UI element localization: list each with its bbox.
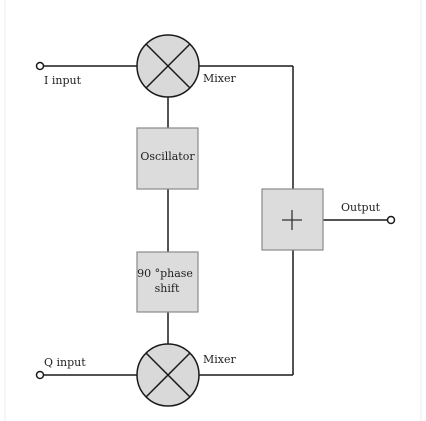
mixer-bottom-label: Mixer	[203, 353, 236, 366]
mixer-top-label: Mixer	[203, 72, 236, 85]
q-input-terminal	[35, 370, 45, 380]
oscillator-label: Oscillator	[140, 150, 195, 163]
phase-shift-block: 90 °phase shift	[136, 251, 199, 313]
phase-shift-label-line2: shift	[155, 282, 180, 295]
i-input-terminal	[35, 61, 45, 71]
summer-block	[261, 188, 324, 251]
oscillator-block: Oscillator	[136, 127, 199, 190]
mixer-top-cross-b	[145, 43, 191, 89]
mixer-bottom	[136, 343, 200, 407]
i-input-label: I input	[44, 74, 82, 87]
q-input-label: Q input	[44, 356, 86, 369]
output-label: Output	[341, 201, 381, 214]
mixer-bottom-cross-b	[145, 352, 191, 398]
phase-shift-label-line1: 90 °phase	[137, 267, 193, 280]
oscillator-box	[136, 127, 199, 190]
mixer-top	[136, 34, 200, 98]
output-terminal	[386, 215, 396, 225]
phase-shift-box	[136, 251, 199, 313]
